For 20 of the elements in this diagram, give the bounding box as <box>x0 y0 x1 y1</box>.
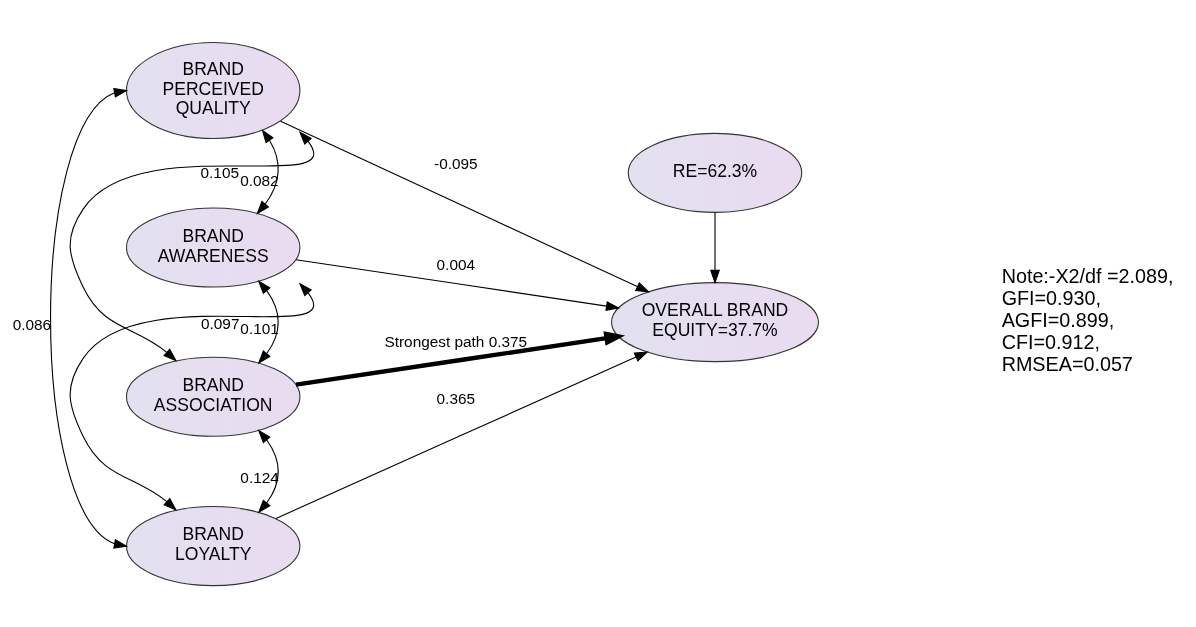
edge-label: 0.365 <box>436 389 476 407</box>
node-ellipse: BRAND AWARENESS <box>125 206 301 288</box>
edge-label: 0.097 <box>201 314 240 332</box>
edge-label: Strongest path 0.375 <box>384 332 528 350</box>
arrow <box>50 87 129 549</box>
arrow <box>295 258 621 311</box>
label: Note:-X2/df =2.089, GFI=0.930, AGFI=0.899, CFI=0.912, RMSEA=0.057 <box>1001 264 1174 375</box>
arrow <box>710 211 720 284</box>
node-ellipse: BRAND LOYALTY <box>125 505 301 586</box>
arrow <box>295 330 626 387</box>
edge-label: -0.095 <box>434 154 478 172</box>
edge-label: 0.004 <box>436 255 476 273</box>
arrow <box>69 130 315 362</box>
edge-label: 0.105 <box>200 163 239 181</box>
arrow <box>275 350 649 519</box>
node-ellipse: RE=62.3% <box>627 132 803 213</box>
node-ellipse: BRAND ASSOCIATION <box>125 356 301 437</box>
node-ellipse: BRAND PERCEIVED QUALITY <box>125 41 301 139</box>
arrow <box>280 120 650 292</box>
arrow <box>69 281 315 511</box>
